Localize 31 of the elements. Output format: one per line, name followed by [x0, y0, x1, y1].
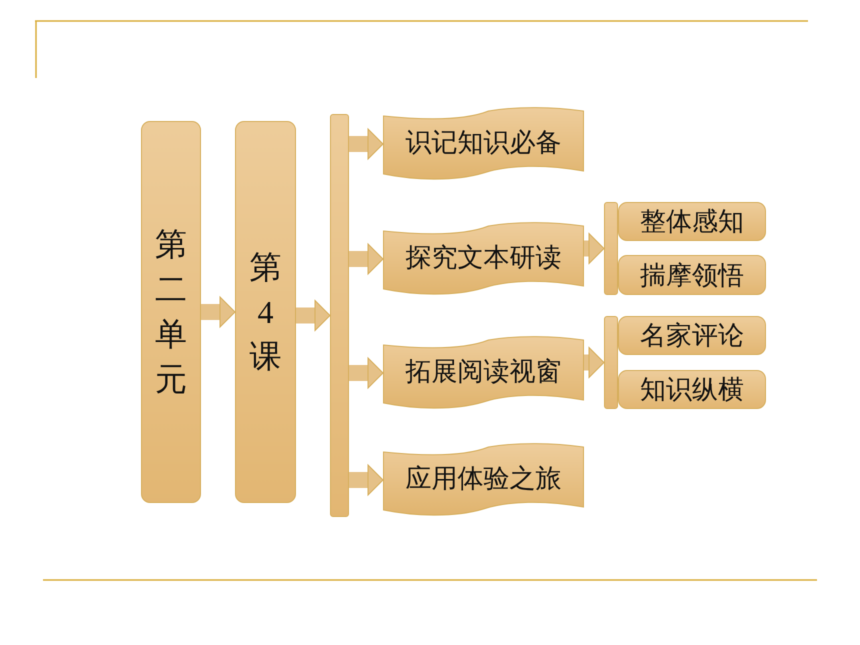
node-label: 应用体验之旅 — [406, 462, 562, 494]
wave-banner — [383, 443, 584, 517]
node-label: 整体感知 — [640, 206, 744, 238]
rounded-box — [618, 370, 766, 409]
vertical-bar — [604, 316, 618, 409]
node-label: 知识纵横 — [640, 374, 744, 406]
wave-banner — [383, 222, 584, 296]
block-arrow — [349, 464, 384, 496]
rounded-box — [618, 316, 766, 355]
block-arrow — [349, 128, 384, 160]
node-label: 探究文本研读 — [406, 242, 562, 274]
wave-banner — [383, 336, 584, 410]
rounded-box — [235, 121, 296, 503]
node-label: 识记知识必备 — [406, 126, 562, 158]
node-label: 揣摩领悟 — [640, 260, 744, 292]
wave-banner — [383, 107, 584, 181]
block-arrow — [349, 358, 384, 388]
node-label: 名家评论 — [640, 320, 744, 352]
rounded-box — [618, 255, 766, 295]
rounded-box — [618, 202, 766, 241]
block-arrow — [584, 233, 604, 264]
node-label: 拓展阅读视窗 — [406, 356, 562, 388]
block-arrow — [201, 296, 236, 328]
vertical-bar — [604, 202, 618, 295]
rounded-box — [141, 121, 201, 503]
vertical-bar — [330, 114, 349, 517]
block-arrow — [584, 347, 604, 378]
node-label: 第二单元 — [155, 225, 187, 399]
block-arrow — [296, 300, 330, 331]
block-arrow — [349, 244, 384, 274]
node-label: 第4课 — [250, 248, 282, 376]
